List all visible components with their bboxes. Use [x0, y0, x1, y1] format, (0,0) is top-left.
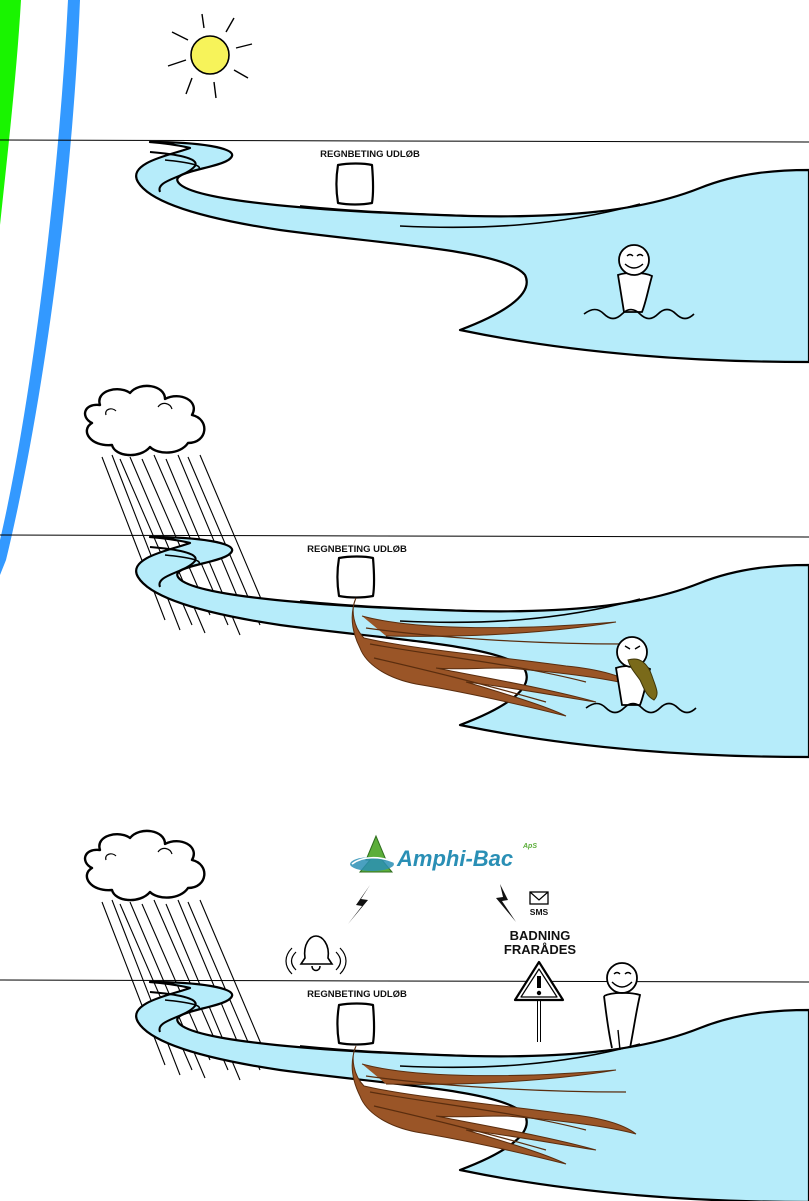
happy-person-icon [604, 963, 640, 1050]
scene-1: REGNBETING UDLØB [0, 14, 809, 362]
outlet-label: REGNBETING UDLØB [307, 544, 407, 555]
outlet-box-icon [338, 1004, 375, 1045]
logo-name: Amphi-Bac [396, 846, 513, 871]
scene-2: REGNBETING UDLØB [0, 386, 809, 757]
warning-line-2: FRARÅDES [504, 942, 577, 957]
warning-line-1: BADNING [510, 928, 571, 943]
green-side-band [0, 0, 21, 225]
outlet-label: REGNBETING UDLØB [307, 989, 407, 1000]
scene-3: REGNBETING UDLØB Amphi-Bac ApS SMS BA [0, 831, 809, 1201]
horizon-line [0, 140, 809, 142]
horizon-line [0, 535, 809, 537]
lightning-icon [348, 885, 370, 924]
amphi-bac-logo: Amphi-Bac ApS [350, 836, 537, 872]
alarm-bell-icon [286, 936, 346, 974]
river-1 [136, 142, 809, 362]
lightning-icon [496, 884, 516, 922]
outlet-label: REGNBETING UDLØB [320, 149, 420, 160]
logo-suffix: ApS [522, 843, 537, 850]
horizon-line [0, 980, 809, 982]
outlet-box-icon [338, 557, 375, 598]
outlet-box-icon [337, 164, 374, 205]
river-2 [136, 537, 809, 757]
sms-label: SMS [530, 907, 549, 917]
warning-sign-icon [515, 962, 563, 1042]
envelope-icon [530, 892, 548, 904]
river-3 [136, 982, 809, 1201]
sun-icon [168, 14, 252, 98]
